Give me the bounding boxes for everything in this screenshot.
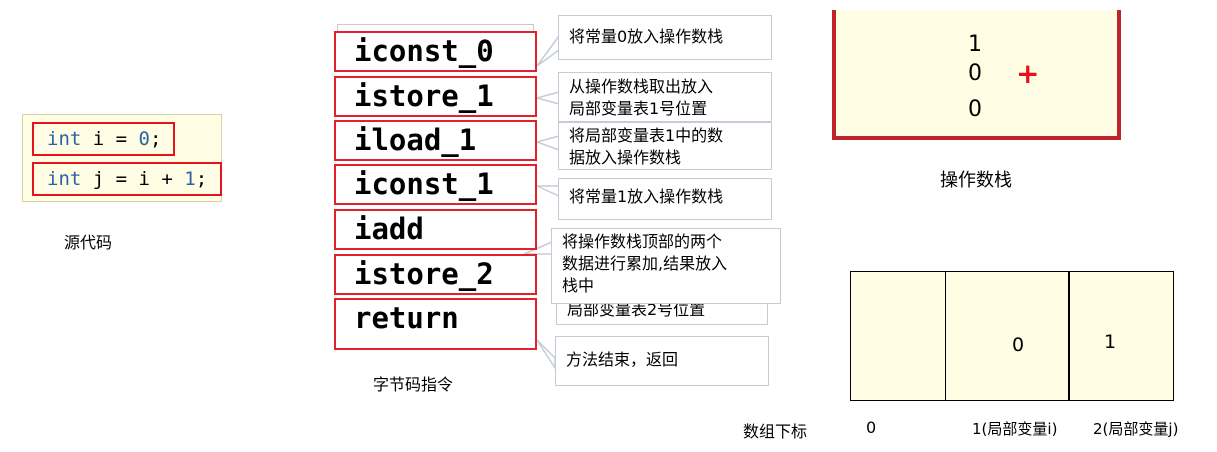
keyword-int: int <box>47 168 82 190</box>
stack-value-middle: 0 <box>968 61 982 86</box>
callout-text: 将局部变量表1中的数 <box>569 126 724 145</box>
literal-number: 0 <box>138 128 150 150</box>
callout-pointer <box>536 33 560 67</box>
callout-text: 据放入操作数栈 <box>569 148 682 167</box>
stack-value-top: 1 <box>968 32 982 57</box>
operand-stack <box>832 10 1121 140</box>
callout-text: 局部变量表1号位置 <box>569 99 708 118</box>
bytecode-istore-2: istore_2 <box>334 254 537 295</box>
bytecode-iload-1: iload_1 <box>334 120 537 161</box>
bytecode-iconst-0: iconst_0 <box>334 31 537 72</box>
callout-iconst-0: 将常量0放入操作数栈 <box>558 15 772 60</box>
bytecode-return: return <box>334 298 537 350</box>
source-line-1: int i = 0; <box>32 122 175 156</box>
keyword-int: int <box>47 128 82 150</box>
callout-pointer <box>534 91 560 105</box>
code-text: i = <box>81 128 139 150</box>
code-text: ; <box>149 128 162 150</box>
code-text: ; <box>195 168 208 190</box>
table-divider <box>1068 271 1070 401</box>
local-slot-1-value: 0 <box>1012 334 1025 356</box>
callout-istore-1: 从操作数栈取出放入 局部变量表1号位置 <box>558 72 772 122</box>
table-divider <box>945 271 946 401</box>
index-2: 2(局部变量j) <box>1093 420 1179 438</box>
callout-pointer <box>534 135 560 152</box>
index-1: 1(局部变量i) <box>972 420 1058 438</box>
index-0: 0 <box>866 418 877 437</box>
bytecode-istore-1: istore_1 <box>334 76 537 117</box>
callout-text: 局部变量表2号位置 <box>567 300 706 319</box>
callout-return: 方法结束，返回 <box>555 336 769 386</box>
code-text: j = i + <box>81 168 185 190</box>
callout-pointer <box>536 339 556 371</box>
bytecode-caption: 字节码指令 <box>373 375 454 394</box>
callout-text: 从操作数栈取出放入 <box>569 77 714 96</box>
index-label: 数组下标 <box>743 422 808 441</box>
callout-iadd: 将操作数栈顶部的两个 数据进行累加,结果放入 栈中 <box>551 228 781 304</box>
callout-text: 方法结束，返回 <box>566 350 679 369</box>
callout-iload-1: 将局部变量表1中的数 据放入操作数栈 <box>558 122 772 170</box>
local-variable-table <box>850 271 1174 401</box>
callout-pointer <box>536 185 560 198</box>
callout-text: 将操作数栈顶部的两个 <box>562 232 723 251</box>
callout-text: 将常量1放入操作数栈 <box>569 187 724 206</box>
plus-operator: + <box>1016 57 1040 90</box>
bytecode-iconst-1: iconst_1 <box>334 164 537 205</box>
local-slot-2-value: 1 <box>1104 331 1117 353</box>
callout-text: 栈中 <box>562 276 595 295</box>
bytecode-iadd: iadd <box>334 209 537 250</box>
source-code-panel <box>22 114 222 202</box>
literal-number: 1 <box>184 168 196 190</box>
source-line-2: int j = i + 1; <box>32 162 222 196</box>
callout-iconst-1: 将常量1放入操作数栈 <box>558 178 772 220</box>
source-code-caption: 源代码 <box>64 233 113 252</box>
callout-text: 数据进行累加,结果放入 <box>562 254 728 273</box>
operand-stack-caption: 操作数栈 <box>940 170 1012 191</box>
stack-value-bottom: 0 <box>968 97 982 122</box>
callout-text: 将常量0放入操作数栈 <box>569 27 724 46</box>
